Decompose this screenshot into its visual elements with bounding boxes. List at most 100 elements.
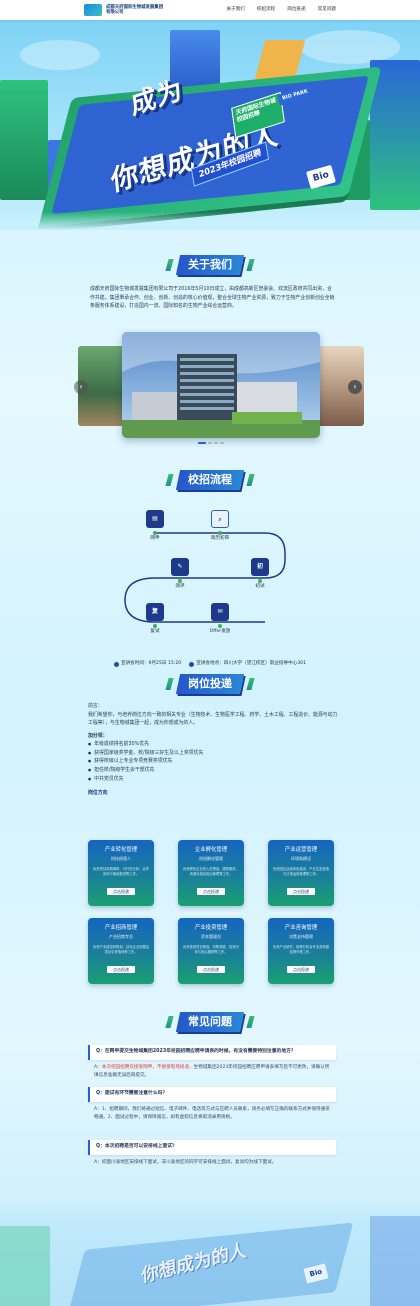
step-second-interview: 复 复试 (130, 603, 180, 636)
step-first-interview: 初 初试 (235, 558, 285, 591)
faq-question[interactable]: Q：面试有环节需要注意什么吗？ (88, 1087, 336, 1102)
apply-form-icon: ▤ (146, 510, 164, 528)
step-dot-icon (153, 624, 157, 628)
intro-text: 我们希望你，与培养岗位方向一致的相关专业（生物技术、生物医学工程、药学、土木工程… (88, 711, 338, 727)
step-dot-icon (178, 579, 182, 583)
job-desc: 负责项目前期调研、可行性分析、合作谈判与落地推进等工作。 (92, 866, 150, 876)
process-section-title: 校招流程 (0, 470, 420, 490)
title-deco-right-icon (246, 473, 255, 486)
carousel-indicator (198, 442, 224, 444)
apply-button[interactable]: 点击投递 (197, 887, 225, 896)
session-info: 宣讲会时间：9月25日 15:20 宣讲会地点：四川大学（望江校区）就业指导中心… (0, 661, 420, 668)
about-section-title: 关于我们 (0, 255, 420, 275)
job-card: 产业招商管理 产业招商专员 负责产业链招商策划、目标企业拓展及项目引进落地等工作… (88, 918, 154, 984)
apply-button[interactable]: 点击投递 (107, 965, 135, 974)
faq-title-box: 常见问题 (175, 1012, 245, 1032)
jobs-title-box: 岗位投递 (175, 674, 245, 694)
faq-section-title: 常见问题 (0, 1012, 420, 1032)
job-title: 产业咨询管理 (284, 925, 318, 931)
job-title: 产业投资管理 (194, 925, 228, 931)
bonus-label: 加分项： (88, 732, 108, 739)
apply-button[interactable]: 点击投递 (287, 965, 315, 974)
apply-button[interactable]: 点击投递 (197, 965, 225, 974)
title-deco-left-icon (165, 1015, 174, 1028)
location-icon (189, 661, 195, 667)
job-card: 产业咨询管理 决策支持管理 负责产业研究、政策分析及专业咨询报告撰写等工作。 点… (268, 918, 334, 984)
carousel-dot[interactable] (208, 442, 212, 444)
campus-photo (122, 332, 320, 438)
nav-faq[interactable]: 常见问题 (317, 6, 336, 12)
job-card: 产业转化管理 科技经理人 负责项目前期调研、可行性分析、合作谈判与落地推进等工作… (88, 840, 154, 906)
intro-label: 前言： (88, 703, 103, 709)
answer-highlight: 本次校园招聘仅接受网申，不接受现场投递， (101, 1064, 194, 1070)
magnifier-resume-icon: ⌕ (211, 510, 229, 528)
faq-question[interactable]: Q：在网申提交生物城集团2023年校园招聘应聘申请表的时候，有没有需要特别注意的… (88, 1045, 336, 1060)
footer-building-right (370, 1216, 420, 1306)
faq-question[interactable]: Q：本次招聘是否可以安排线上面试？ (88, 1140, 336, 1155)
job-subtitle: 环境和建设 (291, 855, 311, 861)
step-offer: ✉ Offer发放 (195, 603, 245, 636)
carousel-prev-button[interactable]: ‹ (74, 380, 88, 394)
footer-building-left (0, 1226, 50, 1306)
bonus-item: 中共党员优先 (88, 775, 338, 784)
title-deco-right-icon (246, 1015, 255, 1028)
step-dot-icon (153, 531, 157, 535)
title-deco-left-icon (165, 473, 174, 486)
logo-text: 成都天府国际生物城发展集团有限公司 (106, 4, 164, 16)
step-apply: ▤ 网申 (130, 510, 180, 543)
photo-carousel[interactable]: ‹ › (74, 332, 364, 440)
job-card: 产业运营管理 环境和建设 负责园区运营体系建设、产业生态营造与日常运营管理等工作… (268, 840, 334, 906)
session-place: 宣讲会地点：四川大学（望江校区）就业指导中心301 (189, 661, 306, 668)
job-card: 企业孵化管理 初创孵化管理 负责孵化企业的入驻筛选、跟踪服务、资源对接及投后管理… (178, 840, 244, 906)
building-right-illustration (370, 60, 420, 210)
step-label: Offer发放 (209, 629, 231, 634)
carousel-slide-current[interactable] (122, 332, 320, 438)
logo-mark-icon (84, 4, 102, 16)
job-subtitle: 决策支持管理 (289, 933, 313, 939)
apply-button[interactable]: 点击投递 (107, 887, 135, 896)
faq-answer: A：1、招聘期间，我们将通过短信、电子邮件、电话等方式与应聘人员联系，请务必填写… (88, 1102, 336, 1126)
answer-text: 1、招聘期间，我们将通过短信、电子邮件、电话等方式与应聘人员联系，请务必填写正确… (94, 1106, 330, 1120)
carousel-next-button[interactable]: › (348, 380, 362, 394)
banner-fade (0, 212, 420, 230)
carousel-dot[interactable] (214, 442, 218, 444)
carousel-dot[interactable] (198, 442, 206, 444)
nav-process[interactable]: 校招流程 (256, 6, 276, 12)
top-header: 成都天府国际生物城发展集团有限公司 关于我们 校招流程 岗位投递 常见问题 (0, 0, 420, 20)
envelope-icon: ✉ (211, 603, 229, 621)
process-title: 校招流程 (188, 473, 232, 486)
job-subtitle: 科技经理人 (111, 855, 131, 861)
job-title: 产业运营管理 (284, 847, 318, 853)
session-time-text: 宣讲会时间：9月25日 15:20 (120, 661, 182, 666)
faq-item: Q：面试有环节需要注意什么吗？ A：1、招聘期间，我们将通过短信、电子邮件、电话… (88, 1087, 336, 1126)
step-label: 简历初筛 (210, 536, 230, 541)
step-test: ✎ 测评 (155, 558, 205, 591)
step-label: 复试 (150, 629, 160, 634)
clock-icon (113, 661, 119, 667)
bonus-item: 年级成绩排名前30%优先 (88, 740, 338, 749)
job-subtitle: 初创孵化管理 (199, 855, 223, 861)
footer-illustration: 你想成为的人 Bio (0, 1196, 420, 1306)
job-card: 产业投资管理 资本管理员 负责投资项目筛选、尽职调查、投资分析与投后跟踪等工作。… (178, 918, 244, 984)
company-logo[interactable]: 成都天府国际生物城发展集团有限公司 (84, 4, 166, 16)
about-title: 关于我们 (188, 258, 232, 271)
session-place-text: 宣讲会地点：四川大学（望江校区）就业指导中心301 (196, 661, 307, 666)
main-nav: 关于我们 校招流程 岗位投递 常见问题 (226, 5, 336, 16)
nav-jobs[interactable]: 岗位投递 (287, 6, 306, 12)
title-deco-left-icon (165, 258, 174, 271)
apply-button[interactable]: 点击投递 (287, 887, 315, 896)
job-title: 产业转化管理 (104, 847, 138, 853)
nav-about[interactable]: 关于我们 (226, 6, 245, 12)
carousel-dot[interactable] (220, 442, 224, 444)
answer-prefix: A： (94, 1159, 102, 1165)
job-desc: 负责产业链招商策划、目标企业拓展及项目引进落地等工作。 (92, 944, 150, 954)
about-body: 成都天府国际生物城发展集团有限公司于2016年5月10日成立，由成都高新区管委会… (90, 286, 335, 310)
jobs-title: 岗位投递 (188, 677, 232, 690)
session-time: 宣讲会时间：9月25日 15:20 (113, 661, 182, 668)
jobs-intro: 前言： 我们希望你，与培养岗位方向一致的相关专业（生物技术、生物医学工程、药学、… (88, 702, 338, 798)
process-flow: ▤ 网申 ⌕ 简历初筛 ✎ 测评 初 初试 复 复试 ✉ Offer发放 (110, 500, 310, 650)
title-deco-left-icon (165, 677, 174, 690)
building-left-illustration (0, 80, 48, 200)
step-dot-icon (258, 579, 262, 583)
